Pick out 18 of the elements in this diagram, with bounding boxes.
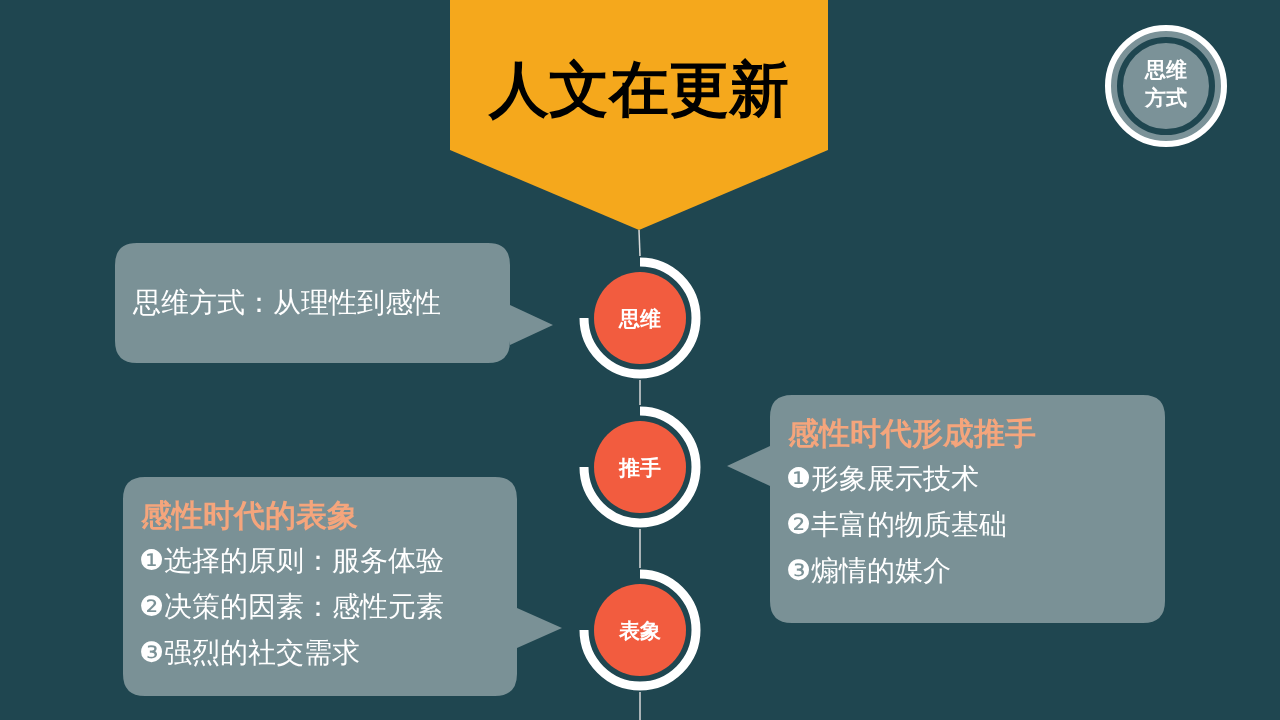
circle-label: 推手: [617, 455, 662, 482]
badge-text: 思维方式: [1143, 57, 1188, 112]
list-item: ❸煽情的媒介: [786, 553, 952, 589]
timeline-line: [639, 691, 641, 720]
title-text: 人文在更新: [487, 53, 790, 126]
list-item: ❶选择的原则：服务体验: [139, 543, 445, 579]
timeline-line: [639, 379, 641, 406]
list-item: ❷丰富的物质基础: [786, 507, 1008, 543]
list-item: ❸强烈的社交需求: [139, 635, 361, 671]
circle-label: 思维: [617, 306, 662, 333]
timeline-line: [638, 229, 641, 257]
bubble-heading: 感性时代的表象: [141, 496, 358, 535]
bubble-heading: 感性时代形成推手: [788, 414, 1036, 453]
list-item: ❷决策的因素：感性元素: [139, 589, 445, 625]
timeline-line: [639, 528, 641, 569]
bubble-text: 思维方式：从理性到感性: [133, 285, 441, 321]
list-item: ❶形象展示技术: [786, 461, 980, 497]
circle-label: 表象: [618, 618, 662, 645]
